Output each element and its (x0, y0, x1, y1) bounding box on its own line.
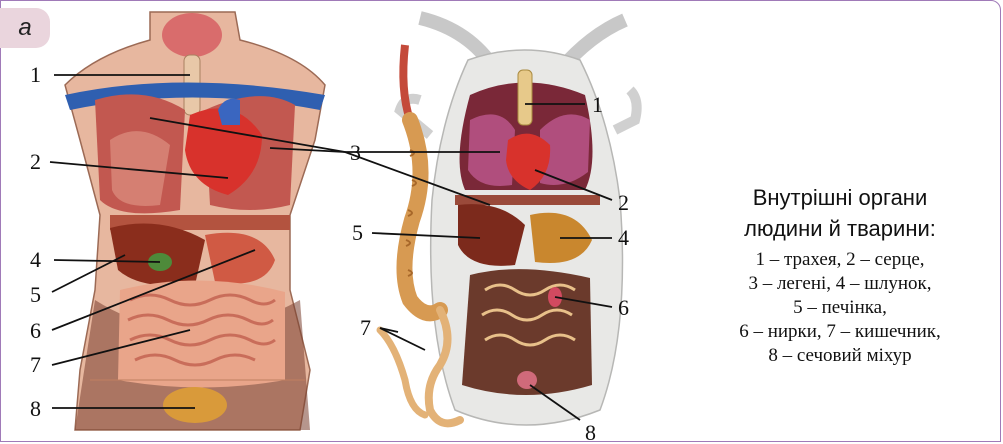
label-7-animal: 7 (360, 315, 371, 340)
legend-title-line-1: Внутрішні органи (680, 182, 1000, 213)
label-4-human: 4 (30, 247, 41, 272)
label-8-human: 8 (30, 396, 41, 421)
label-6-human: 6 (30, 318, 41, 343)
label-3-shared: 3 (350, 140, 361, 165)
label-1-human: 1 (30, 62, 41, 87)
label-6-animal: 6 (618, 295, 629, 320)
label-7-human: 7 (30, 352, 41, 377)
label-2-animal: 2 (618, 190, 629, 215)
legend-line: 1 – трахея, 2 – серце, (680, 248, 1000, 272)
legend-title-line-2: людини й тварини: (680, 213, 1000, 244)
legend: Внутрішні органи людини й тварини: 1 – т… (680, 182, 1000, 368)
legend-line: 6 – нирки, 7 – кишечник, (680, 320, 1000, 344)
label-8-animal: 8 (585, 420, 596, 444)
animal-body (400, 18, 637, 425)
label-5-human: 5 (30, 282, 41, 307)
legend-line: 3 – легені, 4 – шлунок, (680, 272, 1000, 296)
bladder-human (163, 387, 227, 423)
trachea-animal (518, 70, 532, 125)
label-4-animal: 4 (618, 225, 629, 250)
legend-title: Внутрішні органи людини й тварини: (680, 182, 1000, 244)
legend-line: 5 – печінка, (680, 296, 1000, 320)
bladder-animal (517, 371, 537, 389)
label-1-animal: 1 (592, 92, 603, 117)
label-5-animal: 5 (352, 220, 363, 245)
label-2-human: 2 (30, 149, 41, 174)
legend-items: 1 – трахея, 2 – серце, 3 – легені, 4 – ш… (680, 248, 1000, 368)
legend-line: 8 – сечовий міхур (680, 344, 1000, 368)
